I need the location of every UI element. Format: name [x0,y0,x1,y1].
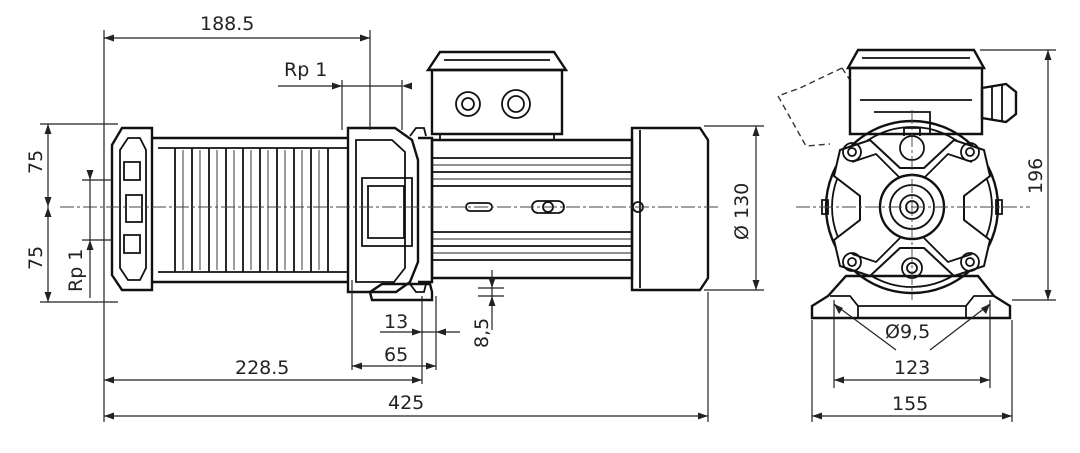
dim-rp1-side-label: Rp 1 [65,249,87,292]
dim-196-label: 196 [1025,158,1047,194]
pump-front-view [110,50,710,302]
dim-9-5-label: Ø9,5 [885,321,930,343]
front-dimension-lines [40,30,764,422]
side-dimension-lines [811,49,1056,422]
dim-75-upper-label: 75 [25,150,47,174]
pump-side-view [776,48,1018,320]
dim-425-label: 425 [388,392,424,414]
dim-65-label: 65 [384,344,408,366]
dim-8-5-label: 8,5 [471,318,493,348]
dim-13-label: 13 [384,311,408,333]
dim-123-label: 123 [894,357,930,379]
dim-155-label: 155 [892,393,928,415]
dim-rp1-top-label: Rp 1 [284,59,327,81]
dim-130-label: Ø 130 [731,183,753,240]
dim-228-5-label: 228.5 [235,357,289,379]
dim-188-5-label: 188.5 [200,13,254,35]
dim-75-lower-label: 75 [25,246,47,270]
